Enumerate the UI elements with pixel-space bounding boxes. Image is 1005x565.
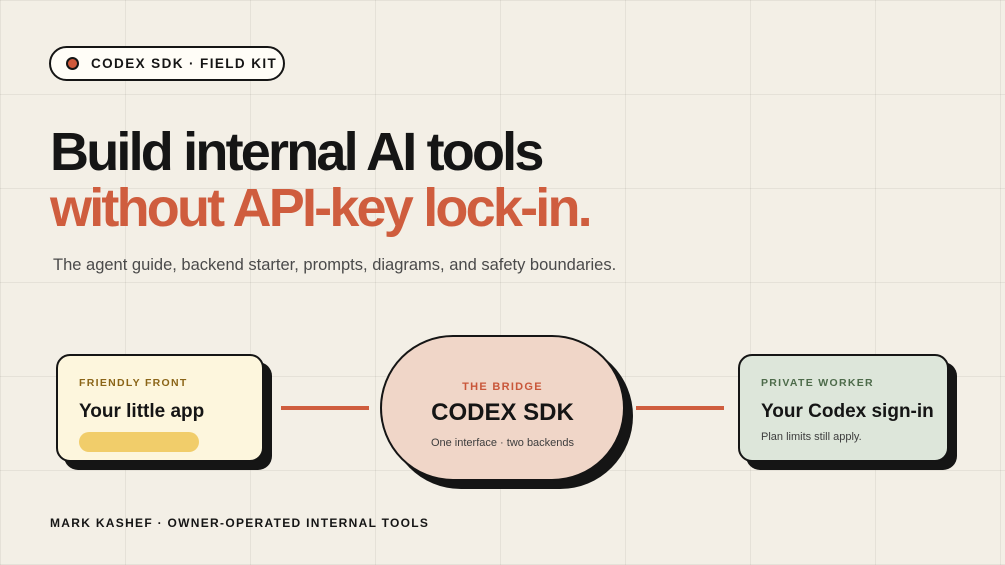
private-worker-title: Your Codex sign-in xyxy=(761,401,934,422)
subtitle: The agent guide, backend starter, prompt… xyxy=(53,256,617,274)
headline-line-1: Build internal AI tools xyxy=(50,122,544,182)
bridge-label: THE BRIDGE xyxy=(462,381,543,393)
connector-right xyxy=(636,406,724,410)
badge-text: CODEX SDK · FIELD KIT xyxy=(91,56,278,71)
headline-line-2: without API-key lock-in. xyxy=(50,178,593,238)
friendly-front-label: FRIENDLY FRONT xyxy=(79,377,188,389)
friendly-front-title: Your little app xyxy=(79,401,205,422)
private-worker-card: PRIVATE WORKER Your Codex sign-in Plan l… xyxy=(738,354,949,462)
private-worker-label: PRIVATE WORKER xyxy=(761,377,874,389)
kit-badge: CODEX SDK · FIELD KIT xyxy=(49,46,285,81)
connector-left xyxy=(281,406,369,410)
status-dot-icon xyxy=(66,57,79,70)
app-bar-shape xyxy=(79,432,199,452)
footer-credit: MARK KASHEF · OWNER-OPERATED INTERNAL TO… xyxy=(50,516,430,530)
bridge-title: CODEX SDK xyxy=(431,399,574,426)
bridge-card: THE BRIDGE CODEX SDK One interface · two… xyxy=(380,335,625,481)
private-worker-note: Plan limits still apply. xyxy=(761,431,862,443)
friendly-front-card: FRIENDLY FRONT Your little app xyxy=(56,354,264,462)
bridge-note: One interface · two backends xyxy=(430,437,575,449)
